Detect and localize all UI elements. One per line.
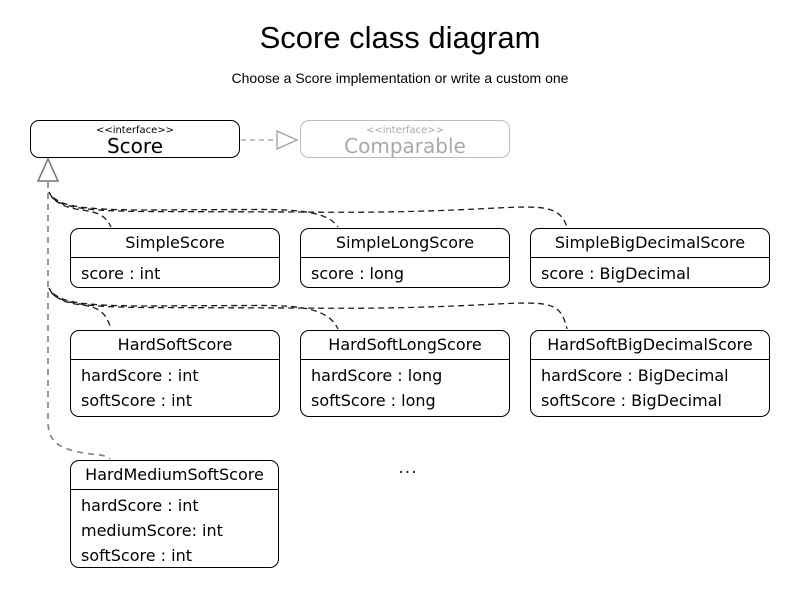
class-title: HardSoftLongScore — [301, 331, 509, 360]
class-attributes: hardScore : int softScore : int — [71, 360, 279, 413]
class-title: SimpleBigDecimalScore — [531, 229, 769, 258]
class-attribute: hardScore : int — [81, 366, 199, 385]
realization-edge-hardsoftbigdecimalscore — [48, 288, 568, 330]
interface-name: Score — [106, 134, 163, 158]
class-attribute: score : int — [81, 264, 161, 283]
stereotype-label: <<interface>> — [95, 125, 175, 136]
class-attribute: softScore : int — [81, 391, 192, 410]
class-title: SimpleScore — [71, 229, 279, 258]
class-box-hardmediumsoftscore: HardMediumSoftScore hardScore : int medi… — [70, 460, 279, 568]
class-attribute: hardScore : int — [81, 496, 199, 515]
interface-box-comparable: <<interface>> Comparable — [300, 120, 510, 158]
class-box-hardsoftlongscore: HardSoftLongScore hardScore : long softS… — [300, 330, 510, 417]
stereotype-label: <<interface>> — [365, 125, 445, 136]
realization-edge-hardmediumsoftscore — [47, 182, 111, 460]
class-attribute: softScore : int — [81, 546, 192, 565]
class-attributes: hardScore : long softScore : long — [301, 360, 509, 413]
class-attribute: softScore : long — [311, 391, 436, 410]
class-attribute: hardScore : BigDecimal — [541, 366, 729, 385]
class-box-simplebigdecimalscore: SimpleBigDecimalScore score : BigDecimal — [530, 228, 770, 288]
class-attribute: score : BigDecimal — [541, 264, 691, 283]
class-box-hardsoftscore: HardSoftScore hardScore : int softScore … — [70, 330, 280, 417]
class-box-simplelongscore: SimpleLongScore score : long — [300, 228, 510, 288]
realization-edge-hardsoftlongscore — [48, 287, 339, 330]
comparable-arrowhead-icon — [276, 129, 299, 151]
class-title: HardSoftBigDecimalScore — [531, 331, 769, 360]
class-attributes: hardScore : int mediumScore: int softSco… — [71, 490, 278, 567]
class-title: HardSoftScore — [71, 331, 279, 360]
class-attribute: score : long — [311, 264, 405, 283]
generalization-arrowhead-icon — [36, 157, 60, 182]
interface-box-score: <<interface>> Score — [30, 120, 240, 158]
class-attributes: hardScore : BigDecimal softScore : BigDe… — [531, 360, 769, 413]
class-attribute: mediumScore: int — [81, 521, 223, 540]
page-subtitle: Choose a Score implementation or write a… — [231, 70, 569, 86]
class-box-simplescore: SimpleScore score : int — [70, 228, 280, 288]
more-implementations-ellipsis: ... — [398, 458, 418, 478]
class-attributes: score : int — [71, 258, 279, 286]
class-attribute: softScore : BigDecimal — [541, 391, 722, 410]
class-title: SimpleLongScore — [301, 229, 509, 258]
realization-edge-simplebigdecimalscore — [48, 192, 568, 228]
page-title: Score class diagram — [259, 20, 541, 55]
realization-edge-hardsoftscore — [48, 287, 112, 330]
class-box-hardsoftbigdecimalscore: HardSoftBigDecimalScore hardScore : BigD… — [530, 330, 770, 417]
interface-name: Comparable — [344, 134, 466, 158]
class-attributes: score : BigDecimal — [531, 258, 769, 286]
realization-edge-simplelongscore — [48, 191, 339, 228]
class-attribute: hardScore : long — [311, 366, 443, 385]
class-attributes: score : long — [301, 258, 509, 286]
class-title: HardMediumSoftScore — [71, 461, 278, 490]
